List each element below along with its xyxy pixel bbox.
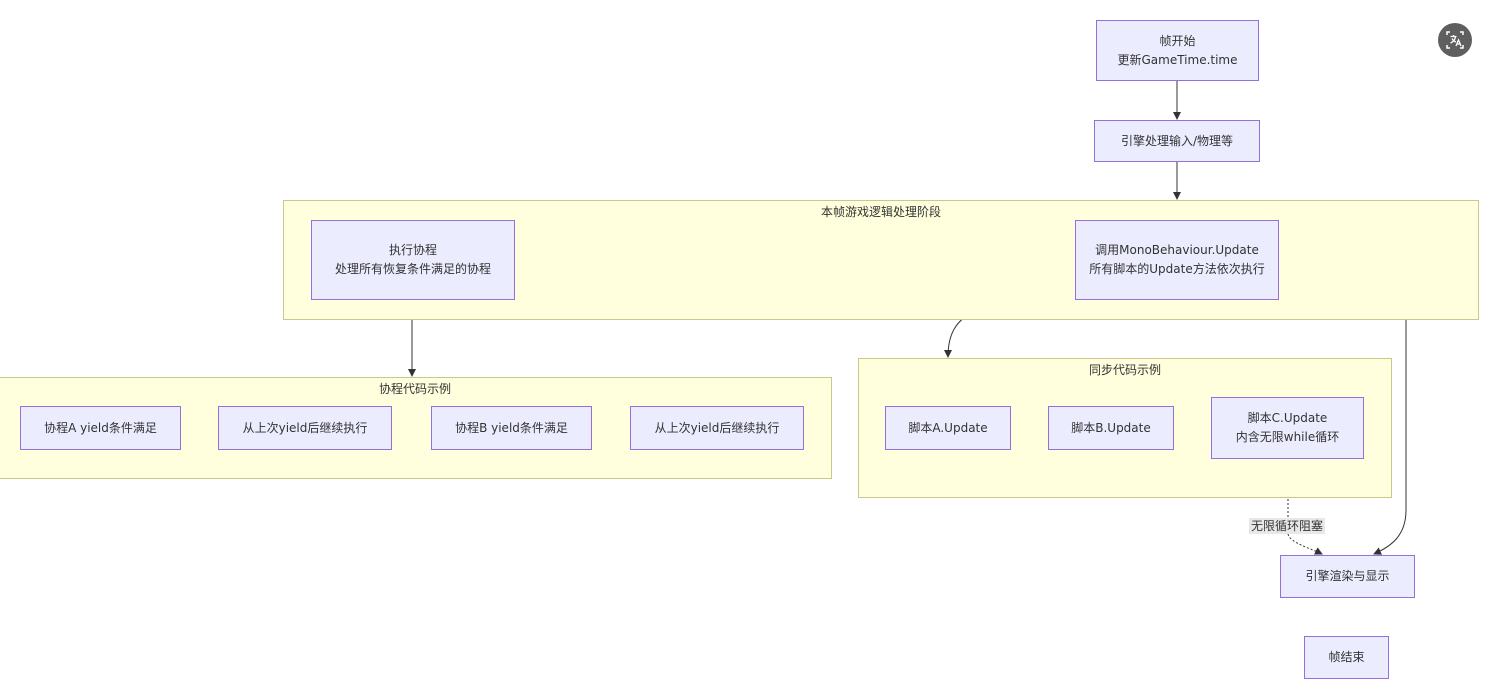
translate-button[interactable] [1438, 23, 1472, 57]
node-resume-a[interactable]: 从上次yield后继续执行 [218, 406, 392, 450]
edge-logic-phase-to-render [1373, 320, 1407, 555]
translate-icon [1446, 31, 1464, 49]
node-coroutine-b[interactable]: 协程B yield条件满足 [431, 406, 592, 450]
cluster-coroutine-example-title: 协程代码示例 [378, 382, 451, 396]
cluster-logic-phase-title: 本帧游戏逻辑处理阶段 [820, 205, 941, 219]
node-coroutine-a[interactable]: 协程A yield条件满足 [20, 406, 181, 450]
node-script-c[interactable]: 脚本C.Update 内含无限while循环 [1211, 397, 1364, 459]
node-engine-input[interactable]: 引擎处理输入/物理等 [1094, 120, 1260, 162]
cluster-sync-example-title: 同步代码示例 [1088, 363, 1161, 377]
node-script-a[interactable]: 脚本A.Update [885, 406, 1011, 450]
node-frame-start[interactable]: 帧开始 更新GameTime.time [1096, 20, 1259, 81]
node-frame-end[interactable]: 帧结束 [1304, 636, 1389, 679]
node-exec-coroutine[interactable]: 执行协程 处理所有恢复条件满足的协程 [311, 220, 515, 300]
node-call-update[interactable]: 调用MonoBehaviour.Update 所有脚本的Update方法依次执行 [1075, 220, 1279, 300]
node-resume-b[interactable]: 从上次yield后继续执行 [630, 406, 804, 450]
edge-label-infinite-block: 无限循环阻塞 [1249, 518, 1326, 534]
node-render[interactable]: 引擎渲染与显示 [1280, 555, 1415, 598]
node-script-b[interactable]: 脚本B.Update [1048, 406, 1174, 450]
